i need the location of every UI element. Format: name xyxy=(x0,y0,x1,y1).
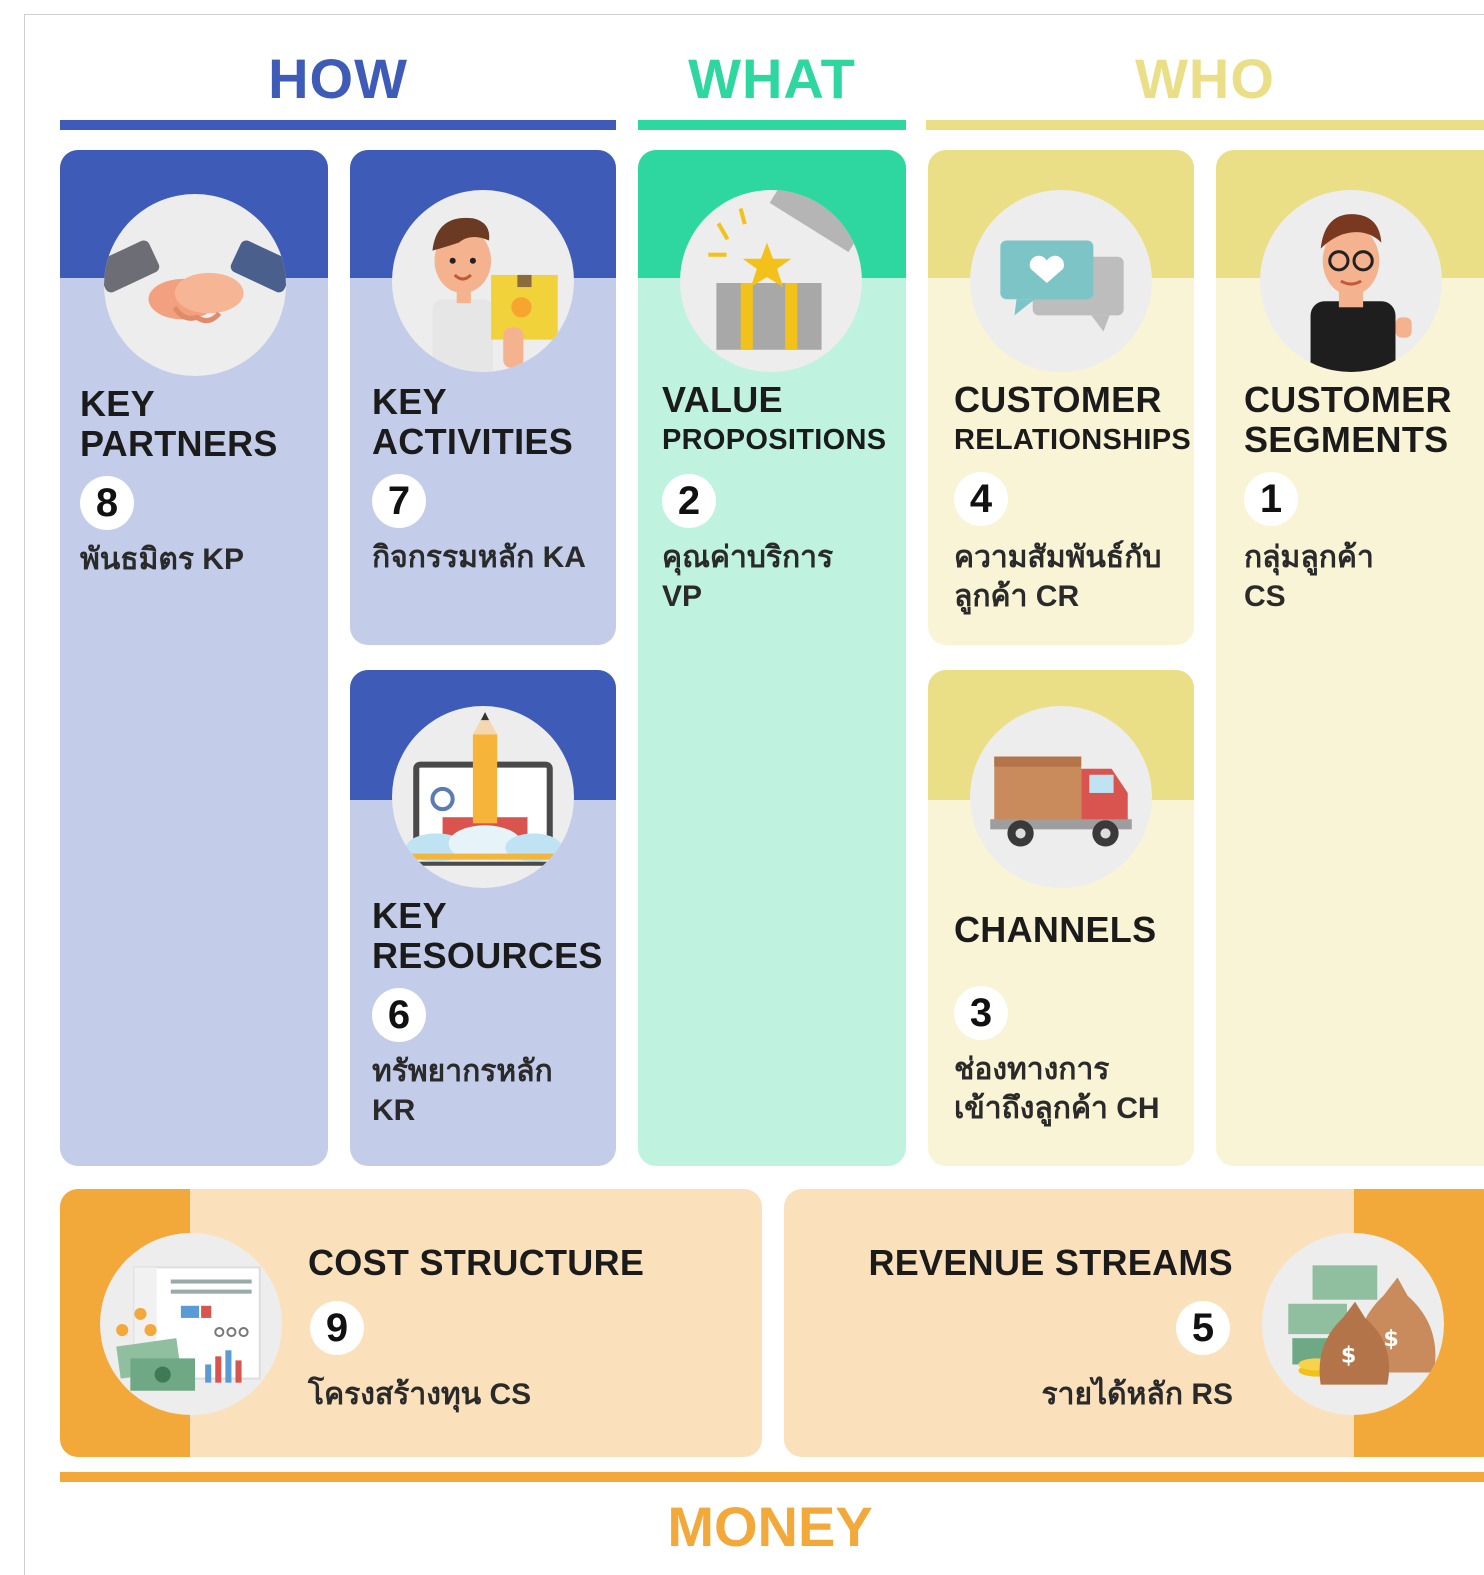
value-propositions-title-2: PROPOSITIONS xyxy=(662,424,887,456)
key-partners-label: พันธมิตร KP xyxy=(80,543,244,576)
money-underline xyxy=(60,1472,1484,1482)
channels-label-2: เข้าถึงลูกค้า CH xyxy=(954,1092,1160,1125)
header-how: HOW xyxy=(268,47,408,110)
channels-block: CHANNELS 3 ช่องทางการ เข้าถึงลูกค้า CH xyxy=(928,670,1194,1166)
key-resources-block: KEY RESOURCES 6 ทรัพยากรหลัก KR xyxy=(350,670,616,1166)
customer-person-icon xyxy=(1260,190,1442,372)
key-activities-block: KEY ACTIVITIES 7 กิจกรรมหลัก KA xyxy=(350,150,616,645)
key-resources-title-2: RESOURCES xyxy=(372,935,603,976)
customer-segments-title-1: CUSTOMER xyxy=(1244,379,1452,420)
worker-with-box-icon xyxy=(392,190,574,372)
customer-relationships-title-1: CUSTOMER xyxy=(954,379,1162,420)
footer-money: MONEY xyxy=(667,1495,873,1558)
key-activities-title-1: KEY xyxy=(372,381,447,422)
key-resources-label-1: ทรัพยากรหลัก xyxy=(372,1055,553,1088)
value-propositions-block: VALUE PROPOSITIONS 2 คุณค่าบริการ VP xyxy=(638,150,906,1166)
header-how-underline xyxy=(60,120,616,130)
revenue-streams-block: $ $ REVENUE STREAMS 5 รายได้หลัก RS xyxy=(784,1189,1484,1457)
gift-box-icon xyxy=(680,190,862,372)
chat-heart-icon xyxy=(970,190,1152,372)
customer-segments-label-2: CS xyxy=(1244,580,1286,613)
customer-relationships-number: 4 xyxy=(954,472,1008,526)
customer-segments-number: 1 xyxy=(1244,472,1298,526)
svg-text:$: $ xyxy=(1341,1342,1356,1368)
cost-report-icon xyxy=(100,1233,282,1415)
cost-structure-label: โครงสร้างทุน CS xyxy=(308,1378,532,1411)
key-resources-number: 6 xyxy=(372,988,426,1042)
handshake-icon xyxy=(104,194,286,376)
key-resources-title-1: KEY xyxy=(372,895,447,936)
value-propositions-label-2: VP xyxy=(662,580,703,613)
customer-segments-title-2: SEGMENTS xyxy=(1244,419,1449,460)
money-bags-icon: $ $ xyxy=(1262,1233,1444,1415)
customer-relationships-label-2: ลูกค้า CR xyxy=(954,580,1080,613)
customer-segments-label-1: กลุ่มลูกค้า xyxy=(1244,541,1374,574)
header-who: WHO xyxy=(1135,47,1275,110)
revenue-streams-label: รายได้หลัก RS xyxy=(1041,1378,1233,1411)
key-partners-block: KEY PARTNERS 8 พันธมิตร KP xyxy=(60,150,328,1166)
value-propositions-label-1: คุณค่าบริการ xyxy=(662,541,834,574)
cost-structure-title: COST STRUCTURE xyxy=(308,1242,645,1283)
channels-label-1: ช่องทางการ xyxy=(954,1053,1110,1086)
header-what: WHAT xyxy=(688,47,856,110)
delivery-truck-icon xyxy=(970,706,1152,888)
header-who-underline xyxy=(926,120,1484,130)
pencil-laptop-icon xyxy=(392,706,574,888)
cost-structure-block: COST STRUCTURE 9 โครงสร้างทุน CS xyxy=(60,1189,762,1457)
key-resources-label-2: KR xyxy=(372,1094,416,1127)
customer-relationships-block: CUSTOMER RELATIONSHIPS 4 ความสัมพันธ์กับ… xyxy=(928,150,1194,645)
key-activities-label: กิจกรรมหลัก KA xyxy=(372,541,586,574)
key-partners-title-1: KEY xyxy=(80,383,155,424)
key-activities-title-2: ACTIVITIES xyxy=(372,421,574,462)
customer-segments-block: CUSTOMER SEGMENTS 1 กลุ่มลูกค้า CS xyxy=(1216,150,1484,1166)
revenue-streams-title: REVENUE STREAMS xyxy=(868,1242,1233,1283)
key-activities-number: 7 xyxy=(372,474,426,528)
channels-title: CHANNELS xyxy=(954,909,1157,950)
svg-text:$: $ xyxy=(1383,1326,1398,1352)
cost-structure-number: 9 xyxy=(310,1301,364,1355)
key-partners-number: 8 xyxy=(80,476,134,530)
revenue-streams-number: 5 xyxy=(1176,1301,1230,1355)
key-partners-title-2: PARTNERS xyxy=(80,423,278,464)
customer-relationships-label-1: ความสัมพันธ์กับ xyxy=(954,541,1162,574)
canvas-frame xyxy=(24,14,1484,1575)
customer-relationships-title-2: RELATIONSHIPS xyxy=(954,424,1191,456)
channels-number: 3 xyxy=(954,986,1008,1040)
value-propositions-title-1: VALUE xyxy=(662,379,783,420)
value-propositions-number: 2 xyxy=(662,474,716,528)
header-what-underline xyxy=(638,120,906,130)
